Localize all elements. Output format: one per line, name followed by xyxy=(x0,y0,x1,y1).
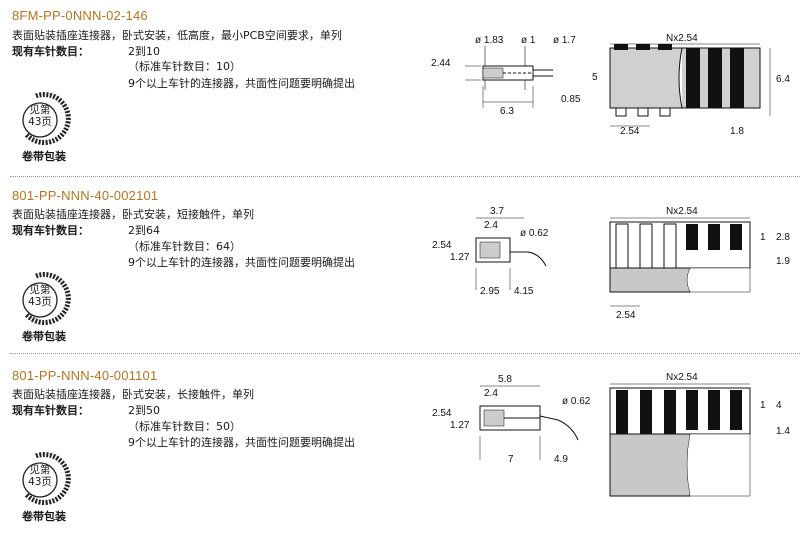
reel-caption: 卷带包装 xyxy=(22,510,66,523)
svg-text:1: 1 xyxy=(760,232,766,243)
side-view-drawing-3: 5.8 2.4 ø 0.62 2.54 1.27 7 4.9 xyxy=(432,374,591,465)
part-number: 8FM-PP-0NNN-02-146 xyxy=(12,8,148,23)
svg-text:1.4: 1.4 xyxy=(776,426,790,437)
svg-text:5.8: 5.8 xyxy=(498,374,512,385)
section-1: 8FM-PP-0NNN-02-146 表面贴装插座连接器，卧式安装，低高度，最小… xyxy=(0,0,800,175)
reel-icon: 见第 43页 xyxy=(18,450,82,514)
svg-text:4.15: 4.15 xyxy=(514,286,534,297)
svg-text:5: 5 xyxy=(592,72,598,83)
coplanarity-note: 9个以上车针的连接器，共面性问题要明确提出 xyxy=(128,256,355,269)
svg-text:ø 0.62: ø 0.62 xyxy=(562,396,591,407)
svg-text:Nx2.54: Nx2.54 xyxy=(666,33,698,44)
svg-text:4: 4 xyxy=(776,400,782,411)
svg-text:2.54: 2.54 xyxy=(616,310,636,321)
side-view-drawing-2: 3.7 2.4 ø 0.62 2.54 1.27 2.95 4.15 xyxy=(432,206,549,297)
svg-text:2.4: 2.4 xyxy=(484,220,498,231)
svg-text:1: 1 xyxy=(760,400,766,411)
part-number: 801-PP-NNN-40-001101 xyxy=(12,368,158,383)
side-view-drawing-1: ø 1.83 ø 1 ø 1.7 2.44 6.3 0.85 xyxy=(431,35,581,117)
svg-text:0.85: 0.85 xyxy=(561,94,581,105)
pins-label: 现有车针数目： xyxy=(12,224,89,237)
separator xyxy=(10,176,800,177)
svg-text:ø 1.83: ø 1.83 xyxy=(475,35,504,46)
standard-pins: （标准车针数目：50） xyxy=(128,420,241,433)
svg-text:1.9: 1.9 xyxy=(776,256,790,267)
pins-range: 2到10 xyxy=(128,45,160,58)
reel-page-ref: 见第 43页 xyxy=(28,464,52,488)
pins-range: 2到64 xyxy=(128,224,160,237)
front-view-drawing-2: Nx2.54 1 2.8 1.9 2.54 xyxy=(609,206,790,321)
section-2: 801-PP-NNN-40-002101 表面贴装插座连接器，卧式安装，短接触件… xyxy=(0,184,800,354)
coplanarity-note: 9个以上车针的连接器，共面性问题要明确提出 xyxy=(128,77,355,90)
svg-text:4.9: 4.9 xyxy=(554,454,568,465)
standard-pins: （标准车针数目：10） xyxy=(128,60,241,73)
section-3: 801-PP-NNN-40-001101 表面贴装插座连接器，卧式安装，长接触件… xyxy=(0,362,800,547)
pins-label: 现有车针数目： xyxy=(12,45,89,58)
svg-text:7: 7 xyxy=(508,454,514,465)
reel-page-ref: 见第 43页 xyxy=(28,104,52,128)
reel-icon: 见第 43页 xyxy=(18,270,82,334)
svg-text:2.54: 2.54 xyxy=(432,408,452,419)
svg-text:6.4: 6.4 xyxy=(776,74,790,85)
svg-text:2.4: 2.4 xyxy=(484,388,498,399)
reel-icon: 见第 43页 xyxy=(18,90,82,154)
svg-text:1.8: 1.8 xyxy=(730,126,744,137)
reel-caption: 卷带包装 xyxy=(22,150,66,163)
svg-text:6.3: 6.3 xyxy=(500,106,514,117)
svg-text:Nx2.54: Nx2.54 xyxy=(666,372,698,383)
svg-text:2.95: 2.95 xyxy=(480,286,500,297)
svg-text:ø 0.62: ø 0.62 xyxy=(520,228,549,239)
svg-text:ø 1: ø 1 xyxy=(521,35,536,46)
svg-text:2.54: 2.54 xyxy=(620,126,640,137)
pins-label: 现有车针数目： xyxy=(12,404,89,417)
description: 表面贴装插座连接器，卧式安装，低高度，最小PCB空间要求，单列 xyxy=(12,29,342,42)
svg-text:Nx2.54: Nx2.54 xyxy=(666,206,698,217)
description: 表面贴装插座连接器，卧式安装，短接触件，单列 xyxy=(12,208,254,221)
svg-text:1.27: 1.27 xyxy=(450,252,470,263)
svg-text:2.54: 2.54 xyxy=(432,240,452,251)
standard-pins: （标准车针数目：64） xyxy=(128,240,241,253)
reel-caption: 卷带包装 xyxy=(22,330,66,343)
svg-text:2.44: 2.44 xyxy=(431,58,451,69)
svg-text:3.7: 3.7 xyxy=(490,206,504,217)
pins-range: 2到50 xyxy=(128,404,160,417)
front-view-drawing-1: Nx2.54 5 6.4 2.54 1.8 xyxy=(592,33,790,137)
reel-page-ref: 见第 43页 xyxy=(28,284,52,308)
description: 表面贴装插座连接器，卧式安装，长接触件，单列 xyxy=(12,388,254,401)
front-view-drawing-3: Nx2.54 1 4 1.4 xyxy=(609,372,790,497)
svg-text:1.27: 1.27 xyxy=(450,420,470,431)
coplanarity-note: 9个以上车针的连接器，共面性问题要明确提出 xyxy=(128,436,355,449)
part-number: 801-PP-NNN-40-002101 xyxy=(12,188,159,203)
svg-text:ø 1.7: ø 1.7 xyxy=(553,35,576,46)
separator xyxy=(10,353,800,354)
svg-text:2.8: 2.8 xyxy=(776,232,790,243)
